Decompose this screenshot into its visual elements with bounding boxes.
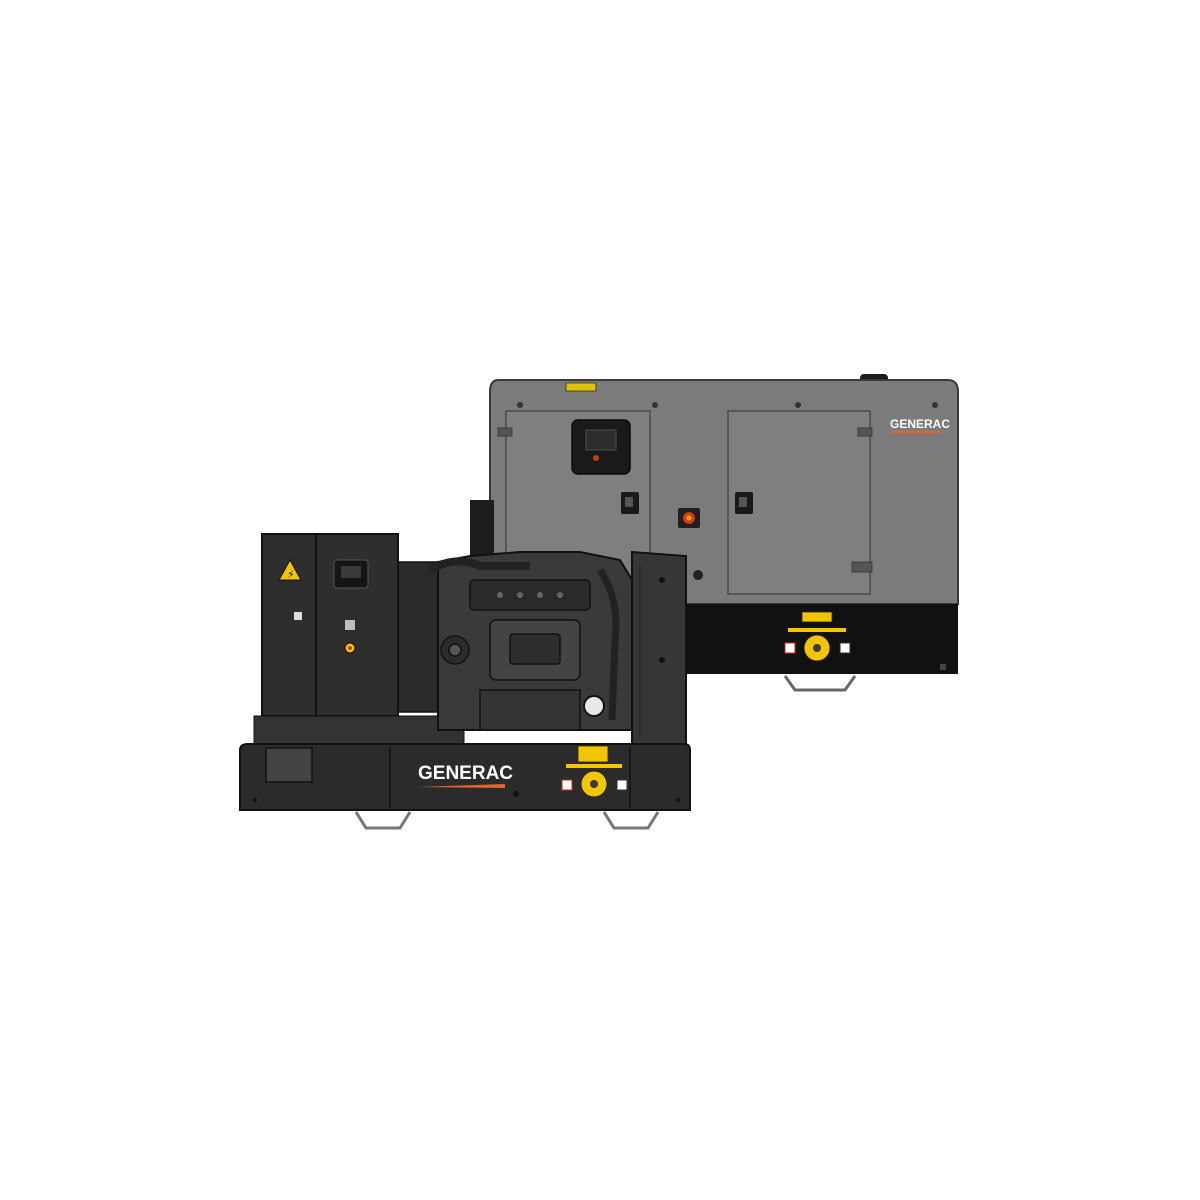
exhaust-stack [470,500,494,560]
control-display [585,429,617,451]
intake-pipe [427,557,530,574]
no-smoking-sticker [784,642,796,654]
no-smoking-sticker [561,779,573,791]
door-hinges [497,427,873,573]
canopy-port [693,570,703,580]
fuel-label [801,611,833,623]
oil-gauge [583,695,605,717]
cabinet-indicator [294,612,302,620]
fuel-type-sticker [839,642,851,654]
fuel-label [577,745,609,763]
coolant-pipe [597,568,620,721]
valve-cover [469,579,591,611]
open-brand-logo: GENERAC [418,763,513,784]
top-bolts [517,402,938,408]
open-generator: ⚡ [239,500,691,830]
forklift-pocket-left [354,811,412,830]
svg-text:⚡: ⚡ [287,568,295,581]
cabinet-switch [345,620,355,630]
top-label [565,382,597,392]
forklift-pocket-right [602,811,660,830]
inspection-panel [265,747,313,783]
enclosed-brand-swoosh [892,431,940,434]
control-cabinet [261,533,399,717]
alternator-foot [253,715,465,745]
control-led [593,455,599,461]
base-fuel-tank [239,743,691,811]
forklift-pocket [783,675,857,692]
warning-triangle-icon [278,558,302,581]
alternator [397,561,439,713]
open-brand-swoosh [418,784,505,788]
fuel-type-sticker [616,779,628,791]
oil-pan [479,689,581,731]
enclosed-brand-logo: GENERAC [890,417,950,431]
